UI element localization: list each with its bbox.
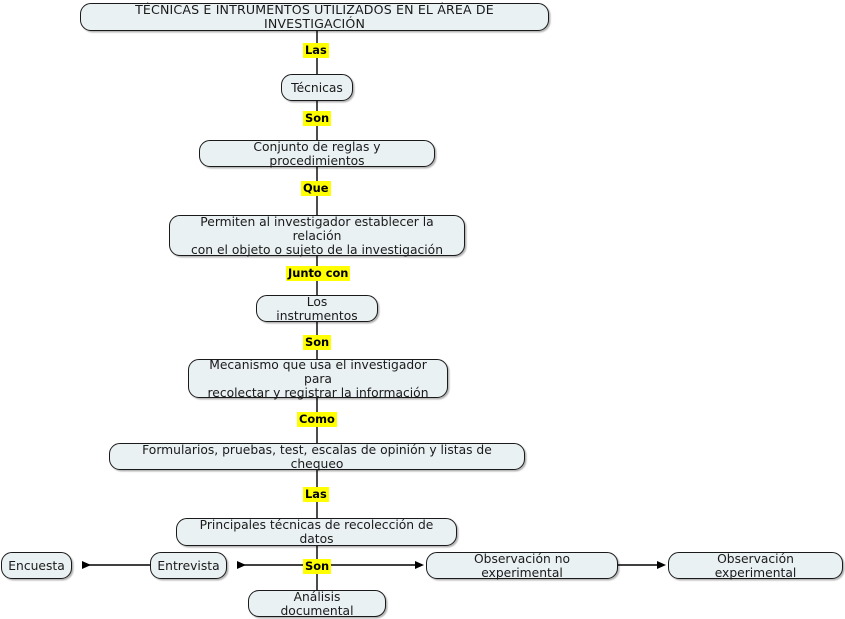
node-permiten-relacion[interactable]: Permiten al investigador establecer la r… bbox=[169, 215, 465, 257]
node-encuesta[interactable]: Encuesta bbox=[1, 552, 72, 579]
link-label-son-2: Son bbox=[303, 335, 332, 350]
link-label-que: Que bbox=[301, 181, 331, 196]
link-label-las-2: Las bbox=[303, 487, 329, 502]
link-label-son-1: Son bbox=[303, 111, 332, 126]
link-label-junto-con: Junto con bbox=[286, 266, 351, 281]
node-entrevista[interactable]: Entrevista bbox=[150, 552, 227, 579]
link-label-las-1: Las bbox=[303, 43, 329, 58]
node-titulo[interactable]: TÉCNICAS E INTRUMENTOS UTILIZADOS EN EL … bbox=[80, 3, 549, 31]
node-observacion-no-experimental[interactable]: Observación no experimental bbox=[426, 552, 618, 580]
node-conjunto-reglas[interactable]: Conjunto de reglas y procedimientos bbox=[199, 140, 435, 168]
node-los-instrumentos[interactable]: Los instrumentos bbox=[256, 295, 378, 323]
node-tecnicas[interactable]: Técnicas bbox=[281, 74, 353, 101]
node-observacion-experimental[interactable]: Observación experimental bbox=[668, 552, 843, 580]
link-label-son-3: Son bbox=[303, 559, 332, 574]
node-principales-tecnicas[interactable]: Principales técnicas de recolección de d… bbox=[176, 518, 457, 546]
node-mecanismo[interactable]: Mecanismo que usa el investigador para r… bbox=[188, 358, 448, 400]
node-formularios[interactable]: Formularios, pruebas, test, escalas de o… bbox=[109, 443, 525, 471]
link-label-como: Como bbox=[297, 412, 337, 427]
node-analisis-documental[interactable]: Análisis documental bbox=[248, 590, 386, 618]
